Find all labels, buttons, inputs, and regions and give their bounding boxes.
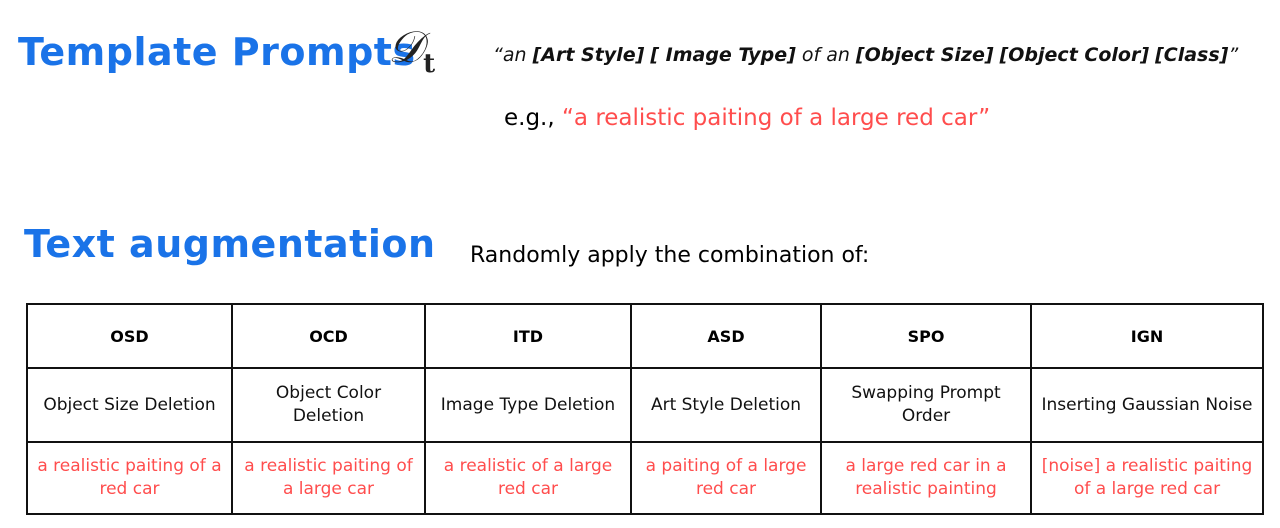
- example-osd: a realistic paiting of a red car: [26, 441, 233, 515]
- text-augmentation-title: Text augmentation: [24, 222, 436, 266]
- desc-ign: Inserting Gaussian Noise: [1030, 367, 1264, 443]
- template-placeholder: [Object Size]: [855, 44, 994, 66]
- col-code-spo: SPO: [820, 303, 1032, 369]
- template-prompt-text: “an [Art Style] [ Image Type] of an [Obj…: [493, 44, 1238, 66]
- example-spo: a large red car in a realistic painting: [820, 441, 1032, 515]
- symbol-main: 𝒟: [388, 22, 424, 73]
- template-text-part: “an: [493, 44, 533, 66]
- col-code-asd: ASD: [630, 303, 822, 369]
- desc-ocd: Object Color Deletion: [231, 367, 426, 443]
- desc-spo: Swapping Prompt Order: [820, 367, 1032, 443]
- template-placeholder: [Art Style]: [532, 44, 645, 66]
- example-text: “a realistic paiting of a large red car”: [562, 105, 991, 131]
- template-text-part: of an: [795, 44, 856, 66]
- desc-itd: Image Type Deletion: [424, 367, 632, 443]
- augmentation-subtitle: Randomly apply the combination of:: [470, 243, 870, 268]
- example-ign: [noise] a realistic paiting of a large r…: [1030, 441, 1264, 515]
- table-header-row: OSD OCD ITD ASD SPO IGN: [26, 303, 1264, 369]
- template-placeholder: [Class]: [1155, 44, 1229, 66]
- table-description-row: Object Size Deletion Object Color Deleti…: [26, 367, 1264, 443]
- dataset-symbol: 𝒟t: [388, 22, 435, 79]
- symbol-subscript: t: [423, 49, 436, 79]
- template-prompts-title: Template Prompts: [18, 30, 416, 74]
- template-placeholder: [ Image Type]: [650, 44, 796, 66]
- example-itd: a realistic of a large red car: [424, 441, 632, 515]
- template-placeholder: [Object Color]: [999, 44, 1150, 66]
- template-text-part: ”: [1228, 44, 1239, 66]
- col-code-ign: IGN: [1030, 303, 1264, 369]
- augmentation-table: OSD OCD ITD ASD SPO IGN Object Size Dele…: [26, 303, 1264, 515]
- example-asd: a paiting of a large red car: [630, 441, 822, 515]
- col-code-ocd: OCD: [231, 303, 426, 369]
- col-code-osd: OSD: [26, 303, 233, 369]
- desc-osd: Object Size Deletion: [26, 367, 233, 443]
- example-prefix: e.g.,: [504, 105, 562, 131]
- example-ocd: a realistic paiting of a large car: [231, 441, 426, 515]
- desc-asd: Art Style Deletion: [630, 367, 822, 443]
- example-prompt: e.g., “a realistic paiting of a large re…: [504, 105, 990, 131]
- col-code-itd: ITD: [424, 303, 632, 369]
- table-example-row: a realistic paiting of a red car a reali…: [26, 441, 1264, 515]
